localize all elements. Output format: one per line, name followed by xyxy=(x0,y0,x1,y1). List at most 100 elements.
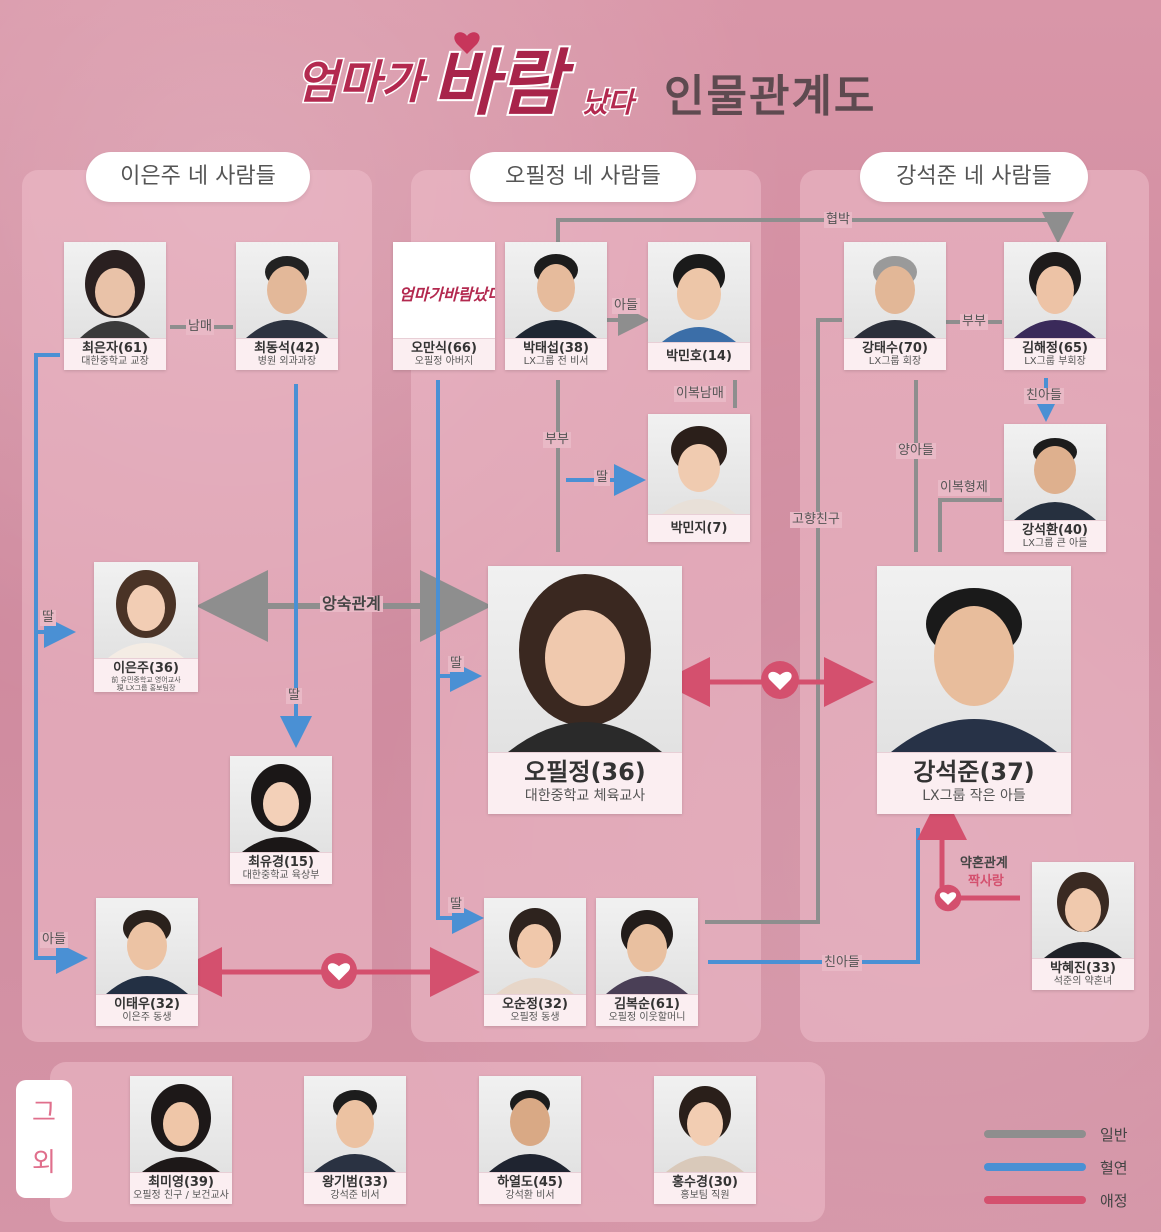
character-caption: 강석준(37) LX그룹 작은 아들 xyxy=(877,752,1071,814)
portrait-photo xyxy=(64,242,166,338)
character-card-park-hyejin[interactable]: 박혜진(33) 석준의 약혼녀 xyxy=(1032,862,1134,990)
character-name: 강태수(70) xyxy=(862,341,928,356)
show-logo-small: 엄마가바람났다 xyxy=(399,285,495,304)
character-name: 김해정(65) xyxy=(1022,341,1088,356)
relation-label-couple: 부부 xyxy=(960,314,988,330)
character-caption: 이은주(36) 前 유민중학교 영어교사 現 LX그룹 홍보팀장 xyxy=(94,658,198,692)
character-name: 최은자(61) xyxy=(82,341,148,356)
character-role: 강석환 비서 xyxy=(505,1190,555,1201)
portrait-photo xyxy=(648,414,750,514)
relation-label-biological-son: 친아들 xyxy=(1024,388,1064,404)
relation-label-son-taewoo: 아들 xyxy=(40,932,68,948)
character-role: LX그룹 부회장 xyxy=(1024,356,1086,367)
character-name: 오순정(32) xyxy=(502,997,568,1012)
character-caption: 오만식(66) 오필정 아버지 xyxy=(393,338,495,370)
relation-label-siblings: 남매 xyxy=(186,319,214,335)
character-card-oh-mansik[interactable]: 엄마가바람났다 오만식(66) 오필정 아버지 xyxy=(393,242,495,370)
character-card-kim-haejeong[interactable]: 김해정(65) LX그룹 부회장 xyxy=(1004,242,1106,370)
character-name: 최미영(39) xyxy=(148,1175,214,1190)
character-card-kang-seokjun[interactable]: 강석준(37) LX그룹 작은 아들 xyxy=(877,566,1071,814)
character-role: 홍보팀 직원 xyxy=(680,1190,730,1201)
portrait-photo: 엄마가바람났다 xyxy=(393,242,495,338)
svg-text:엄마가: 엄마가 xyxy=(296,55,429,109)
character-name: 강석준(37) xyxy=(913,758,1035,786)
character-card-park-minho[interactable]: 박민호(14) xyxy=(648,242,750,370)
character-name: 최동석(42) xyxy=(254,341,320,356)
character-name: 하열도(45) xyxy=(497,1175,563,1190)
character-caption: 박혜진(33) 석준의 약혼녀 xyxy=(1032,958,1134,990)
character-caption: 왕기범(33) 강석준 비서 xyxy=(304,1172,406,1204)
character-card-oh-piljeong[interactable]: 오필정(36) 대한중학교 체육교사 xyxy=(488,566,682,814)
character-caption: 박태섭(38) LX그룹 전 비서 xyxy=(505,338,607,370)
relation-label-hometown-friend: 고향친구 xyxy=(790,512,842,528)
character-name: 박혜진(33) xyxy=(1050,961,1116,976)
others-label-2: 외 xyxy=(32,1148,56,1178)
character-card-kim-boksun[interactable]: 김복순(61) 오필정 이웃할머니 xyxy=(596,898,698,1026)
character-role: LX그룹 큰 아들 xyxy=(1022,538,1088,549)
character-role-current: 現 LX그룹 홍보팀장 xyxy=(116,684,176,692)
portrait-photo xyxy=(1004,242,1106,338)
character-role: LX그룹 회장 xyxy=(868,356,922,367)
relation-label-daughter-piljeong: 딸 xyxy=(448,656,464,672)
portrait-photo xyxy=(304,1076,406,1172)
relation-label-son: 아들 xyxy=(612,298,640,314)
svg-text:났다: 났다 xyxy=(582,86,637,119)
character-caption: 최미영(39) 오필정 친구 / 보건교사 xyxy=(130,1172,232,1204)
character-card-park-taeseop[interactable]: 박태섭(38) LX그룹 전 비서 xyxy=(505,242,607,370)
character-card-choi-eunja[interactable]: 최은자(61) 대한중학교 교장 xyxy=(64,242,166,370)
character-caption: 오필정(36) 대한중학교 체육교사 xyxy=(488,752,682,814)
character-card-hong-sugyeong[interactable]: 홍수경(30) 홍보팀 직원 xyxy=(654,1076,756,1204)
character-caption: 박민지(7) xyxy=(648,514,750,542)
character-card-lee-eunju[interactable]: 이은주(36) 前 유민중학교 영어교사 現 LX그룹 홍보팀장 xyxy=(94,562,198,692)
character-name: 이태우(32) xyxy=(114,997,180,1012)
portrait-photo xyxy=(479,1076,581,1172)
character-card-kang-seokhwan[interactable]: 강석환(40) LX그룹 큰 아들 xyxy=(1004,424,1106,552)
relation-label-daughter-eunju: 딸 xyxy=(40,610,56,626)
portrait-photo xyxy=(844,242,946,338)
character-caption: 강석환(40) LX그룹 큰 아들 xyxy=(1004,520,1106,552)
relation-label-daughter-sunjeong: 딸 xyxy=(448,897,464,913)
legend-general: 일반 xyxy=(1100,1126,1128,1144)
character-card-wang-gibeom[interactable]: 왕기범(33) 강석준 비서 xyxy=(304,1076,406,1204)
relation-label-biological-son-seokjun: 친아들 xyxy=(822,955,862,971)
character-card-oh-sunjeong[interactable]: 오순정(32) 오필정 동생 xyxy=(484,898,586,1026)
character-card-choi-dongseok[interactable]: 최동석(42) 병원 외과과장 xyxy=(236,242,338,370)
character-card-ha-yeoldo[interactable]: 하열도(45) 강석환 비서 xyxy=(479,1076,581,1204)
character-caption: 최동석(42) 병원 외과과장 xyxy=(236,338,338,370)
portrait-photo xyxy=(654,1076,756,1172)
character-card-park-minji[interactable]: 박민지(7) xyxy=(648,414,750,542)
portrait-photo xyxy=(236,242,338,338)
character-card-lee-taewoo[interactable]: 이태우(32) 이은주 동생 xyxy=(96,898,198,1026)
portrait-photo xyxy=(1032,862,1134,958)
character-role: 석준의 약혼녀 xyxy=(1053,976,1113,987)
character-role-former: 前 유민중학교 영어교사 xyxy=(111,676,181,684)
character-caption: 강태수(70) LX그룹 회장 xyxy=(844,338,946,370)
portrait-photo xyxy=(488,566,682,752)
character-role: 오필정 이웃할머니 xyxy=(608,1012,686,1023)
legend-blood: 혈연 xyxy=(1100,1159,1128,1177)
character-role: 오필정 친구 / 보건교사 xyxy=(133,1190,229,1201)
relation-label-adopted-son: 양아들 xyxy=(896,443,936,459)
legend-affection: 애정 xyxy=(1100,1192,1128,1210)
svg-text:바람: 바람 xyxy=(432,40,574,125)
character-card-choi-yugyeong[interactable]: 최유경(15) 대한중학교 육상부 xyxy=(230,756,332,884)
character-name: 박민호(14) xyxy=(666,349,732,364)
portrait-photo xyxy=(1004,424,1106,520)
character-name: 박태섭(38) xyxy=(523,341,589,356)
character-card-kang-taesu[interactable]: 강태수(70) LX그룹 회장 xyxy=(844,242,946,370)
relation-label-half-brothers: 이복형제 xyxy=(938,480,990,496)
heart-icon xyxy=(761,661,799,699)
character-caption: 김복순(61) 오필정 이웃할머니 xyxy=(596,994,698,1026)
character-role: 대한중학교 교장 xyxy=(81,356,149,367)
character-name: 오만식(66) xyxy=(411,341,477,356)
group-title-piljeong: 오필정 네 사람들 xyxy=(470,152,696,202)
svg-text:엄마가바람났다: 엄마가바람났다 xyxy=(399,285,495,304)
page-title: 인물관계도 xyxy=(664,71,877,122)
character-caption: 홍수경(30) 홍보팀 직원 xyxy=(654,1172,756,1204)
character-name: 홍수경(30) xyxy=(672,1175,738,1190)
character-name: 강석환(40) xyxy=(1022,523,1088,538)
relation-label-married: 부부 xyxy=(543,432,571,448)
portrait-photo xyxy=(877,566,1071,752)
character-caption: 이태우(32) 이은주 동생 xyxy=(96,994,198,1026)
character-card-choi-miyeong[interactable]: 최미영(39) 오필정 친구 / 보건교사 xyxy=(130,1076,232,1204)
